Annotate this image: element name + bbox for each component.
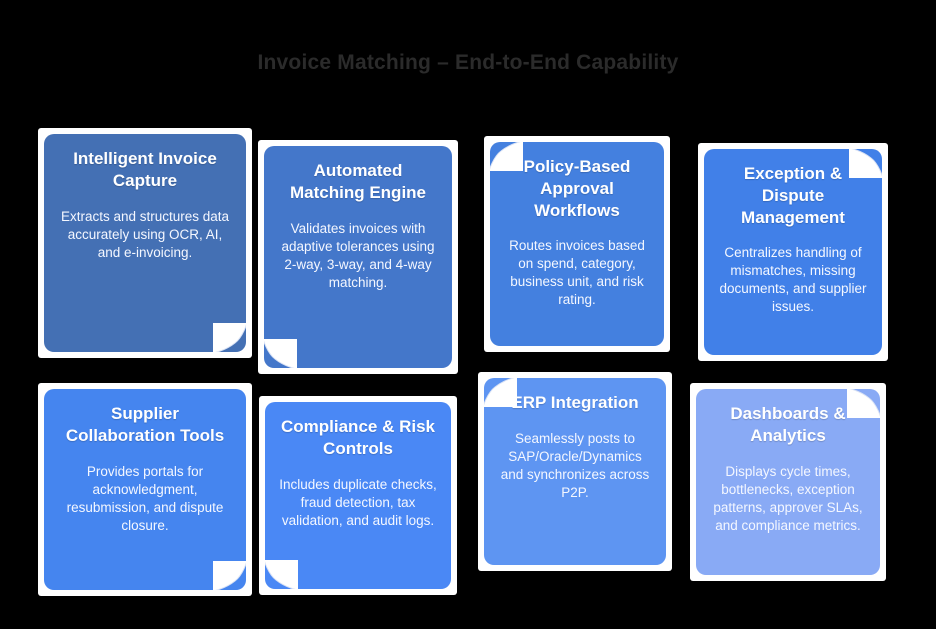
feature-card-body: Routes invoices based on spend, category… [509, 238, 645, 308]
feature-card-title: Exception & Dispute Management [741, 164, 845, 227]
feature-card-surface: Dashboards & Analytics Displays cycle ti… [696, 389, 880, 575]
feature-card-surface: Supplier Collaboration Tools Provides po… [44, 389, 246, 590]
page-curl-icon [264, 339, 297, 368]
page-curl-icon [213, 561, 246, 590]
page-title: Invoice Matching – End-to-End Capability [257, 51, 679, 74]
feature-card[interactable]: Compliance & Risk Controls Includes dupl… [259, 396, 457, 595]
page-title-container: Invoice Matching – End-to-End Capability [0, 50, 936, 75]
feature-card-body: Provides portals for acknowledgment, res… [66, 463, 224, 533]
feature-card[interactable]: Intelligent Invoice Capture Extracts and… [38, 128, 252, 358]
feature-card[interactable]: Automated Matching Engine Validates invo… [258, 140, 458, 374]
feature-card[interactable]: Policy-Based Approval Workflows Routes i… [484, 136, 670, 352]
page-curl-icon [265, 560, 298, 589]
feature-card-surface: Automated Matching Engine Validates invo… [264, 146, 452, 368]
feature-card-title: Policy-Based Approval Workflows [523, 157, 631, 220]
feature-card[interactable]: ERP Integration Seamlessly posts to SAP/… [478, 372, 672, 571]
feature-card-surface: Policy-Based Approval Workflows Routes i… [490, 142, 664, 346]
feature-card[interactable]: Dashboards & Analytics Displays cycle ti… [690, 383, 886, 581]
feature-card[interactable]: Exception & Dispute Management Centraliz… [698, 143, 888, 361]
feature-card-title: ERP Integration [511, 393, 639, 412]
feature-card-body: Centralizes handling of mismatches, miss… [719, 245, 867, 315]
feature-card-body: Displays cycle times, bottlenecks, excep… [713, 463, 863, 533]
feature-card-surface: Intelligent Invoice Capture Extracts and… [44, 134, 246, 352]
feature-card-title: Intelligent Invoice Capture [73, 149, 217, 190]
feature-card-title: Automated Matching Engine [290, 161, 426, 202]
feature-card[interactable]: Supplier Collaboration Tools Provides po… [38, 383, 252, 596]
feature-card-title: Supplier Collaboration Tools [65, 404, 225, 445]
feature-card-body: Extracts and structures data accurately … [60, 208, 230, 260]
feature-card-body: Seamlessly posts to SAP/Oracle/Dynamics … [500, 430, 650, 500]
feature-card-surface: Compliance & Risk Controls Includes dupl… [265, 402, 451, 589]
feature-card-title: Dashboards & Analytics [730, 404, 846, 445]
page-curl-icon [213, 323, 246, 352]
feature-card-body: Includes duplicate checks, fraud detecti… [279, 476, 437, 528]
feature-card-surface: ERP Integration Seamlessly posts to SAP/… [484, 378, 666, 565]
feature-card-title: Compliance & Risk Controls [281, 417, 435, 458]
feature-card-surface: Exception & Dispute Management Centraliz… [704, 149, 882, 355]
feature-card-body: Validates invoices with adaptive toleran… [281, 220, 435, 290]
